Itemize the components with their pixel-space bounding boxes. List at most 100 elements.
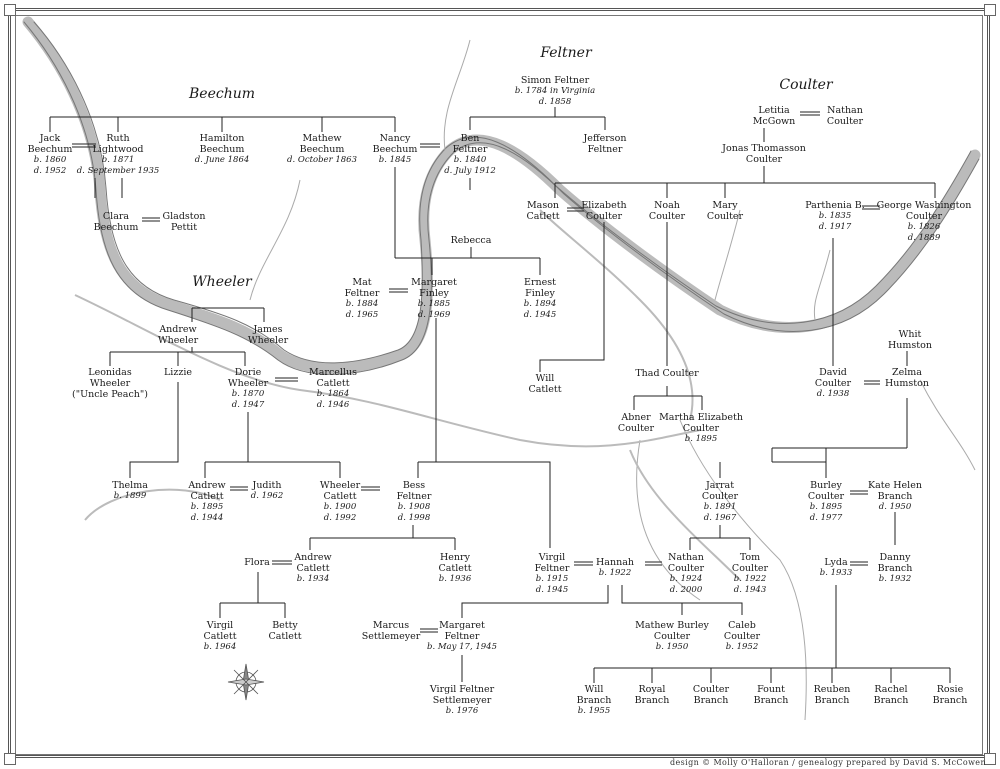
- person-dates: b. 1895: [684, 434, 718, 444]
- person-name: Danny: [879, 552, 911, 563]
- person-name: Bess: [402, 480, 426, 491]
- person-dates: d. 1947: [231, 400, 265, 410]
- person-name: Nathan: [668, 552, 704, 563]
- person-name: Coulter: [682, 423, 720, 434]
- person-name: Letitia: [758, 105, 790, 116]
- person-name: Margaret: [411, 277, 457, 288]
- person-dates: b. 1955: [577, 706, 611, 716]
- person-name: Martha Elizabeth: [659, 412, 743, 423]
- person-name: Dorie: [234, 367, 262, 378]
- creeks: [249, 39, 976, 721]
- person-name: Coulter: [814, 378, 852, 389]
- family-title-feltner: Feltner: [540, 45, 592, 61]
- person-name: Pettit: [170, 222, 198, 233]
- person-dates: b. 1845: [378, 155, 412, 165]
- person-name: Humston: [885, 378, 929, 389]
- person-dates: b. 1784 in Virginia: [514, 86, 596, 96]
- person-name: Andrew: [159, 324, 197, 335]
- person-name: Andrew: [294, 552, 332, 563]
- person-dates: b. 1915: [535, 574, 569, 584]
- person-dates: b. 1891: [703, 502, 737, 512]
- person-name: Feltner: [534, 563, 570, 574]
- person-name: Coulter: [905, 211, 943, 222]
- person-name: Feltner: [587, 144, 623, 155]
- person-name: Tom: [739, 552, 761, 563]
- person-dates: d. 1967: [703, 513, 737, 523]
- person-name: Mathew: [302, 133, 342, 144]
- person-name: Catlett: [203, 631, 237, 642]
- person-name: Whit: [898, 329, 922, 340]
- person-name: Ernest: [524, 277, 556, 288]
- person-dates: b. 1860: [33, 155, 67, 165]
- river: [22, 16, 981, 375]
- person-name: Henry: [440, 552, 470, 563]
- person-name: Thad Coulter: [635, 368, 699, 379]
- person-name: Mathew Burley: [635, 620, 709, 631]
- person-name: James: [253, 324, 283, 335]
- person-name: Catlett: [190, 491, 224, 502]
- person-dates: d. 1889: [907, 233, 941, 243]
- person-name: Ben: [460, 133, 480, 144]
- person-name: Finley: [525, 288, 555, 299]
- person-name: Mary: [712, 200, 738, 211]
- person-name: Coulter: [826, 116, 864, 127]
- person-name: Catlett: [438, 563, 472, 574]
- tree-lines: [49, 107, 951, 683]
- person-dates: b. May 17, 1945: [427, 642, 497, 652]
- person-dates: b. 1908: [397, 502, 431, 512]
- person-name: Thelma: [112, 480, 148, 491]
- person-dates: b. 1895: [190, 502, 224, 512]
- person-thad-coulter: Thad Coulter: [635, 368, 698, 379]
- person-name: Branch: [634, 695, 670, 706]
- person-name: Coulter: [667, 563, 705, 574]
- person-name: Will: [584, 684, 604, 695]
- person-name: Virgil: [538, 552, 566, 563]
- person-name: Wheeler: [247, 335, 289, 346]
- person-dates: b. 1835: [818, 211, 852, 221]
- person-dates: d. 1969: [417, 310, 451, 320]
- person-name: Coulter: [692, 684, 730, 695]
- person-name: Mason: [526, 200, 560, 211]
- person-name: Coulter: [706, 211, 744, 222]
- person-name: Fount: [757, 684, 785, 695]
- person-name: Feltner: [344, 288, 380, 299]
- person-name: Burley: [810, 480, 842, 491]
- person-name: Gladston: [162, 211, 206, 222]
- person-name: Rosie: [936, 684, 964, 695]
- person-name: Will: [535, 373, 555, 384]
- person-name: Coulter: [731, 563, 769, 574]
- person-name: Beechum: [27, 144, 73, 155]
- person-name: Branch: [873, 695, 909, 706]
- roads: [74, 209, 741, 581]
- person-name: George Washington: [876, 200, 972, 211]
- person-name: Caleb: [728, 620, 756, 631]
- credit-line: design © Molly O'Halloran / genealogy pr…: [669, 758, 986, 767]
- person-name: Coulter: [745, 154, 783, 165]
- person-name: David: [819, 367, 847, 378]
- person-name: Jefferson: [583, 133, 627, 144]
- person-name: Nancy: [379, 133, 411, 144]
